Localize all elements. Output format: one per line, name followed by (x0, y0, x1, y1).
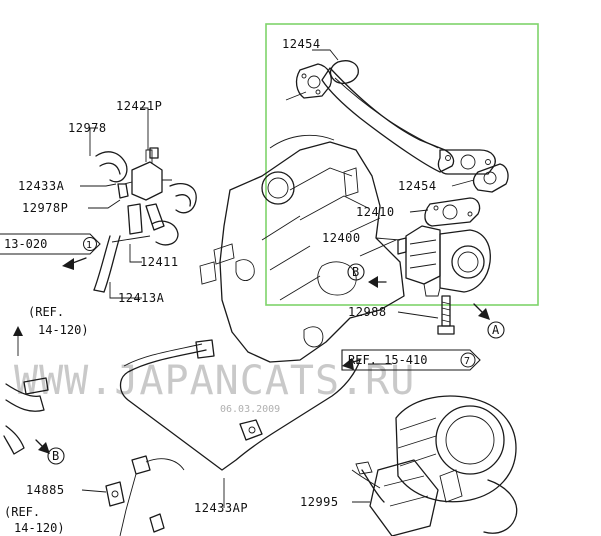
marker-a-label: A (492, 323, 500, 337)
egr-pipe[interactable] (321, 60, 496, 175)
ref-14-120-bottom-line2[interactable]: 14-120) (14, 521, 65, 535)
leader-lines (80, 49, 475, 508)
label-12978p: 12978P (22, 201, 68, 215)
ref-14-120-top-line2[interactable]: 14-120) (38, 323, 89, 337)
sensor-14885[interactable] (105, 455, 185, 536)
label-12400: 12400 (322, 231, 361, 245)
label-12988: 12988 (348, 305, 387, 319)
egr-valve[interactable] (397, 225, 491, 297)
marker-a (487, 321, 505, 339)
label-14885: 14885 (26, 483, 65, 497)
arrow-ref13 (62, 257, 87, 270)
label-12995: 12995 (300, 495, 339, 509)
gasket-12454-top[interactable] (295, 63, 332, 99)
ref-15-410-text: REF. 15-410 (348, 353, 427, 367)
marker-b-lower-label: B (52, 449, 60, 463)
label-12454-top: 12454 (282, 37, 321, 51)
label-12411: 12411 (140, 255, 179, 269)
left-hoses (3, 330, 49, 455)
ref-13-020-box[interactable]: 13-020 1 (0, 233, 101, 255)
hose-cluster[interactable] (95, 151, 197, 246)
label-12433ap: 12433AP (194, 501, 248, 515)
solenoid-valve-12421p[interactable] (123, 147, 172, 201)
arrow-to-a (473, 303, 490, 320)
highlight-box (265, 23, 539, 306)
arrow-to-b-lower (35, 439, 50, 454)
gasket-12410[interactable] (424, 197, 481, 227)
marker-b-upper-label: B (352, 265, 360, 279)
ref-14-120-bottom-line1[interactable]: (REF. (4, 505, 40, 519)
arrow-ref14-top (13, 326, 23, 336)
bolt-12988[interactable] (437, 295, 455, 335)
hose-12995 (355, 461, 385, 503)
arrow-ref15 (342, 358, 361, 370)
arrow-to-b-upper (368, 276, 387, 288)
ref-15-410-num: 7 (464, 356, 470, 367)
ref-13-020-text: 13-020 (4, 237, 47, 251)
hose-12413a[interactable] (93, 235, 121, 293)
marker-b-upper (347, 263, 365, 281)
label-12978: 12978 (68, 121, 107, 135)
label-12410: 12410 (356, 205, 395, 219)
intake-manifold (199, 134, 405, 363)
marker-b-lower (47, 447, 65, 465)
label-12413a: 12413A (118, 291, 165, 305)
watermark-date: 06.03.2009 (220, 404, 280, 415)
throttle-body (351, 395, 518, 536)
ref-14-120-top-line1[interactable]: (REF. (28, 305, 64, 319)
ref-15-410-box[interactable]: REF. 15-410 7 (341, 349, 481, 371)
gasket-12454-mid[interactable] (472, 163, 509, 193)
label-12421p: 12421P (116, 99, 162, 113)
vacuum-pipe-12433ap[interactable] (119, 339, 361, 471)
ref-13-020-num: 1 (86, 240, 92, 251)
label-12454-mid: 12454 (398, 179, 437, 193)
label-12433a: 12433A (18, 179, 65, 193)
